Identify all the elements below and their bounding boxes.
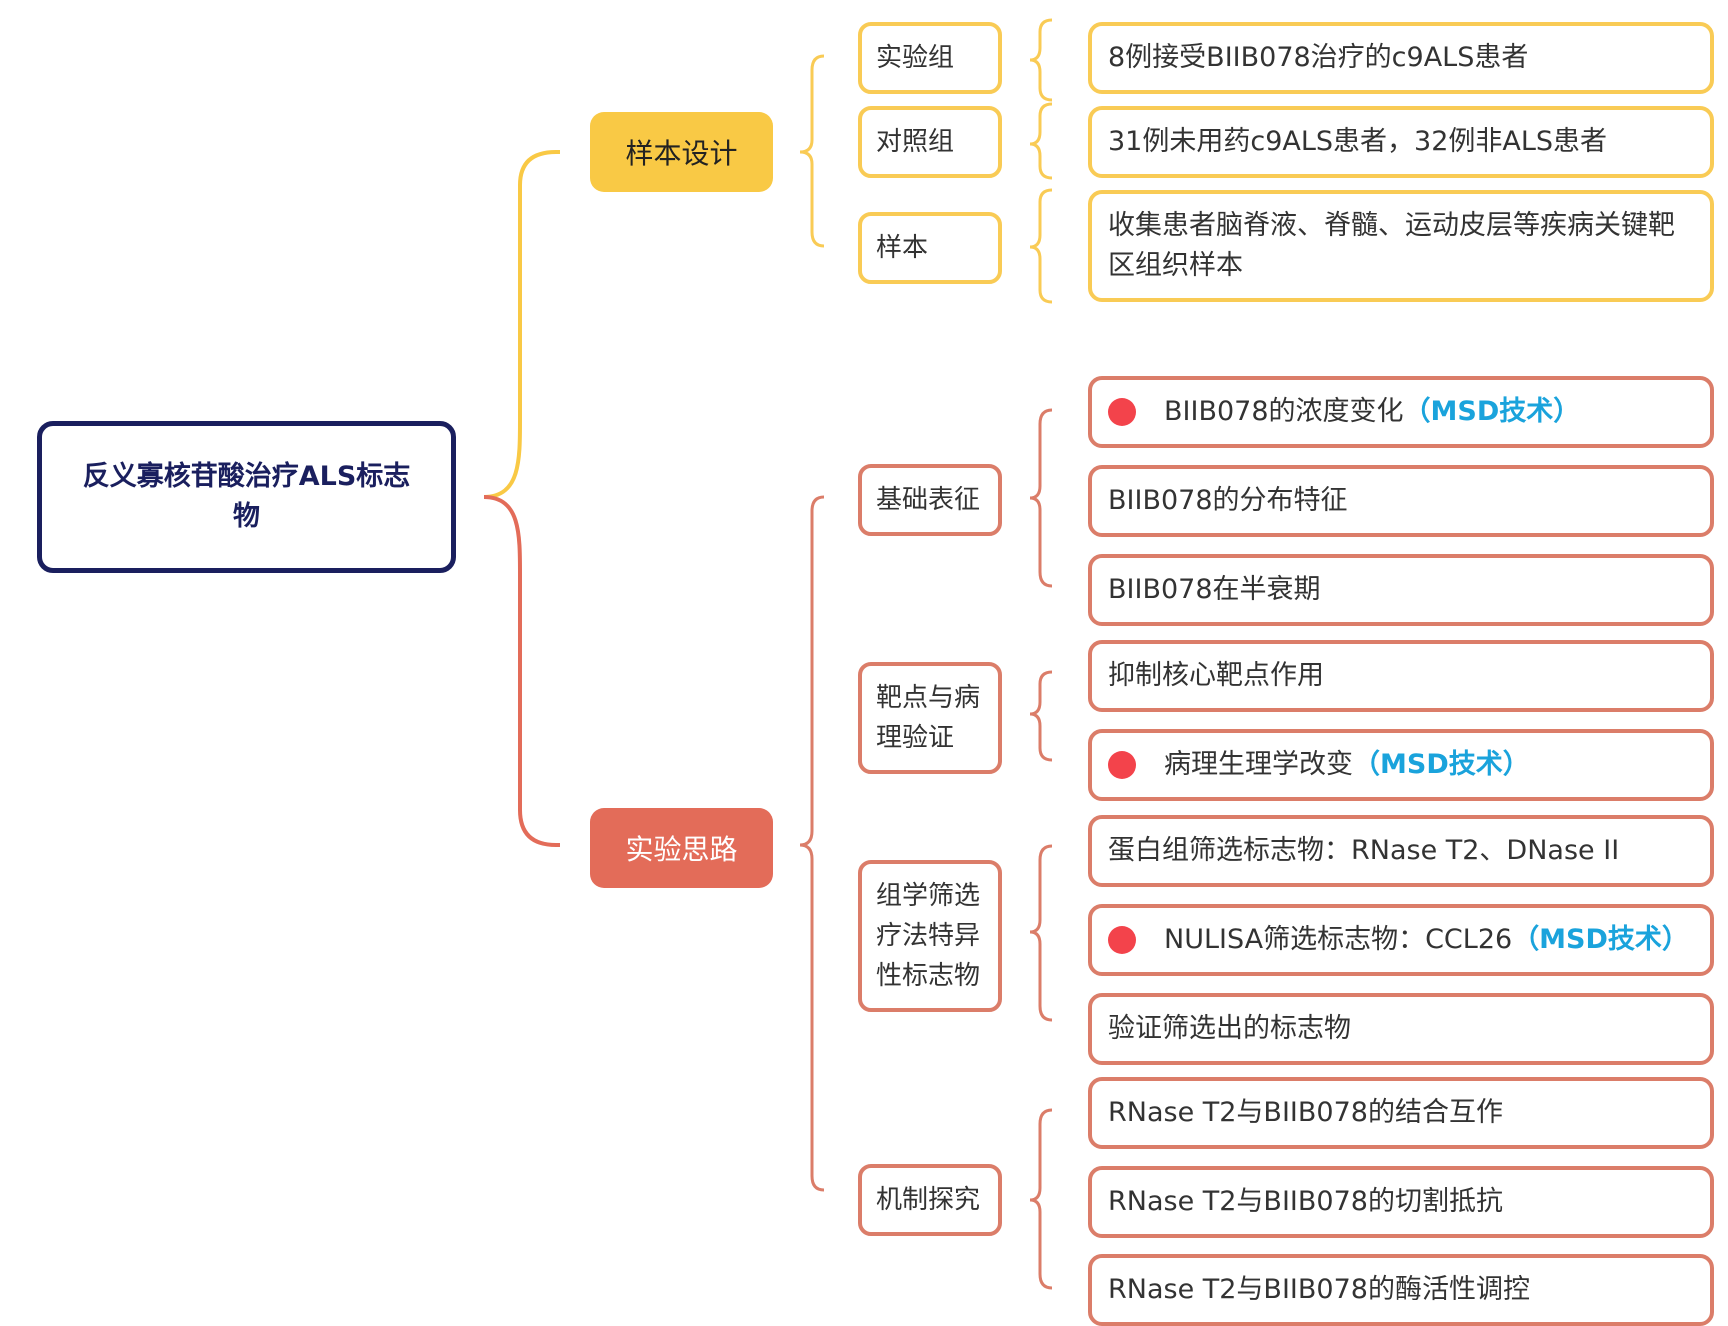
leaf-text: 蛋白组筛选标志物：RNase T2、DNase II xyxy=(1108,835,1620,866)
leaf-nulisa-markers: NULISA筛选标志物：CCL26 （MSD技术） xyxy=(1088,904,1714,976)
experiment-bracket xyxy=(799,495,825,1192)
leaf-text: RNase T2与BIIB078的结合互作 xyxy=(1108,1097,1503,1128)
subnode-label: 组学筛选疗法特异性标志物 xyxy=(876,881,981,991)
leaf-inhibit-target: 抑制核心靶点作用 xyxy=(1088,640,1714,712)
subnode-label: 机制探究 xyxy=(876,1185,981,1215)
group-bracket-samples xyxy=(1029,188,1053,304)
subnode-label: 实验组 xyxy=(876,43,955,73)
leaf-text: BIIB078的分布特征 xyxy=(1108,485,1348,516)
leaf-text: RNase T2与BIIB078的酶活性调控 xyxy=(1108,1274,1530,1305)
subnode-label: 对照组 xyxy=(876,127,955,157)
leaf-experimental-group: 8例接受BIIB078治疗的c9ALS患者 xyxy=(1088,22,1714,94)
msd-tag: （MSD技术） xyxy=(1403,396,1581,427)
group-bracket-control xyxy=(1029,102,1053,180)
leaf-concentration-change: BIIB078的浓度变化 （MSD技术） xyxy=(1088,376,1714,448)
leaf-text: 31例未用药c9ALS患者，32例非ALS患者 xyxy=(1108,126,1608,157)
leaf-text: BIIB078的浓度变化 xyxy=(1164,396,1404,427)
root-to-experiment-connector xyxy=(483,495,560,847)
sample-design-bracket xyxy=(799,54,825,248)
subnode-control-group: 对照组 xyxy=(858,106,1002,178)
root-to-sample-design-connector xyxy=(483,150,560,499)
leaf-cleavage-resistance: RNase T2与BIIB078的切割抵抗 xyxy=(1088,1166,1714,1238)
subnode-label: 靶点与病理验证 xyxy=(876,683,981,753)
group-bracket-target xyxy=(1029,670,1053,762)
leaf-text: 抑制核心靶点作用 xyxy=(1108,660,1324,691)
leaf-proteomics-markers: 蛋白组筛选标志物：RNase T2、DNase II xyxy=(1088,815,1714,887)
red-marker-icon xyxy=(1108,926,1136,954)
leaf-text: 8例接受BIIB078治疗的c9ALS患者 xyxy=(1108,42,1529,73)
branch-label: 实验思路 xyxy=(625,833,738,866)
branch-label: 样本设计 xyxy=(625,137,738,170)
leaf-binding-interaction: RNase T2与BIIB078的结合互作 xyxy=(1088,1077,1714,1149)
group-bracket-mechanism xyxy=(1029,1108,1053,1290)
branch-experiment-approach: 实验思路 xyxy=(590,808,773,888)
branch-sample-design: 样本设计 xyxy=(590,112,773,192)
red-marker-icon xyxy=(1108,398,1136,426)
leaf-control-group: 31例未用药c9ALS患者，32例非ALS患者 xyxy=(1088,106,1714,178)
leaf-text: 病理生理学改变 xyxy=(1164,749,1353,780)
leaf-pathophysiology-change: 病理生理学改变 （MSD技术） xyxy=(1088,729,1714,801)
root-node: 反义寡核苷酸治疗ALS标志物 xyxy=(37,421,456,573)
group-bracket-basic xyxy=(1029,408,1053,588)
root-title: 反义寡核苷酸治疗ALS标志物 xyxy=(82,461,411,532)
subnode-basic-characterization: 基础表征 xyxy=(858,464,1002,536)
leaf-text: RNase T2与BIIB078的切割抵抗 xyxy=(1108,1186,1503,1217)
leaf-validate-markers: 验证筛选出的标志物 xyxy=(1088,993,1714,1065)
leaf-text: NULISA筛选标志物：CCL26 xyxy=(1164,924,1513,955)
leaf-text: 收集患者脑脊液、脊髓、运动皮层等疾病关键靶区组织样本 xyxy=(1108,210,1675,281)
msd-tag: （MSD技术） xyxy=(1512,924,1689,955)
subnode-label: 样本 xyxy=(876,233,929,263)
subnode-omics-screening: 组学筛选疗法特异性标志物 xyxy=(858,860,1002,1012)
leaf-sample-collection: 收集患者脑脊液、脊髓、运动皮层等疾病关键靶区组织样本 xyxy=(1088,190,1714,302)
leaf-enzyme-activity-regulation: RNase T2与BIIB078的酶活性调控 xyxy=(1088,1254,1714,1326)
subnode-experimental-group: 实验组 xyxy=(858,22,1002,94)
subnode-target-pathology-validation: 靶点与病理验证 xyxy=(858,662,1002,774)
group-bracket-experimental xyxy=(1029,18,1053,102)
msd-tag: （MSD技术） xyxy=(1353,749,1530,780)
subnode-samples: 样本 xyxy=(858,212,1002,284)
subnode-mechanism-exploration: 机制探究 xyxy=(858,1164,1002,1236)
leaf-half-life: BIIB078在半衰期 xyxy=(1088,554,1714,626)
subnode-label: 基础表征 xyxy=(876,485,981,515)
leaf-distribution-features: BIIB078的分布特征 xyxy=(1088,465,1714,537)
leaf-text: 验证筛选出的标志物 xyxy=(1108,1013,1351,1044)
red-marker-icon xyxy=(1108,751,1136,779)
leaf-text: BIIB078在半衰期 xyxy=(1108,574,1321,605)
group-bracket-omics xyxy=(1029,844,1053,1022)
